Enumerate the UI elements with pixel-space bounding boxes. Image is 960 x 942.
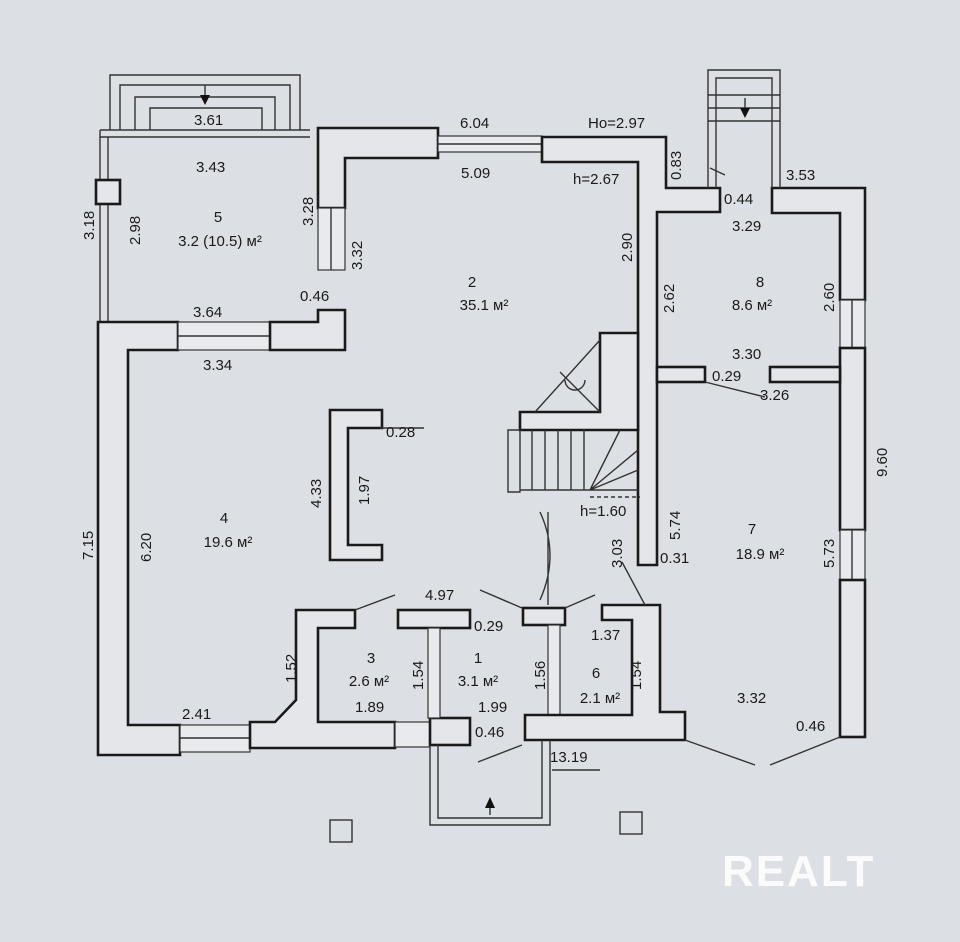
dim-label: 3.43 — [196, 159, 225, 176]
dim-label: 3.28 — [300, 197, 317, 226]
dim-label: 9.60 — [874, 448, 891, 477]
dim-label: 3.34 — [203, 357, 232, 374]
dim-label: 13.19 — [550, 749, 588, 766]
dim-label: 3.26 — [760, 387, 789, 404]
room-number: 6 — [592, 665, 600, 682]
room-labels: 2 35.1 м² 5 3.2 (10.5) м² 8 8.6 м² 4 19.… — [178, 209, 784, 707]
dim-label: 3.64 — [193, 304, 222, 321]
bay-window-room-5 — [94, 74, 310, 322]
dim-label: 0.46 — [300, 288, 329, 305]
room-number: 3 — [367, 650, 375, 667]
dim-label: 3.30 — [732, 346, 761, 363]
room-area: 3.1 м² — [458, 673, 498, 690]
room-area: 3.2 (10.5) м² — [178, 233, 262, 250]
room-number: 2 — [468, 274, 476, 291]
height-label: h=1.60 — [580, 503, 626, 520]
watermark-logo: REALT — [722, 847, 875, 896]
room-number: 4 — [220, 510, 228, 527]
room-number: 5 — [214, 209, 222, 226]
walls — [96, 126, 867, 757]
dim-label: 0.29 — [474, 618, 503, 635]
height-labels: Ho=2.97 h=2.67 h=1.60 — [573, 115, 645, 520]
dimension-labels: 3.61 6.04 3.53 3.43 5.09 0.44 3.29 0.46 … — [182, 112, 825, 766]
room-area: 19.6 м² — [204, 534, 253, 551]
dim-label: 3.32 — [737, 690, 766, 707]
room-number: 1 — [474, 650, 482, 667]
dim-label: 2.41 — [182, 706, 211, 723]
dim-label: 1.56 — [532, 661, 549, 690]
dim-label: 2.98 — [127, 216, 144, 245]
dim-label: 2.90 — [619, 233, 636, 262]
dim-label: 5.09 — [461, 165, 490, 182]
dim-label: 1.89 — [355, 699, 384, 716]
dim-label: 0.83 — [668, 151, 685, 180]
dim-label: 5.73 — [821, 539, 838, 568]
dim-label: 1.37 — [591, 627, 620, 644]
dim-label: 2.62 — [661, 284, 678, 313]
dim-label: 1.52 — [283, 654, 300, 683]
entrance-porch — [329, 69, 781, 843]
dim-label: 1.99 — [478, 699, 507, 716]
vertical-dimension-labels: 0.83 3.18 2.98 3.28 3.32 2.90 2.62 2.60 … — [80, 151, 891, 690]
dim-label: 6.04 — [460, 115, 489, 132]
room-area: 2.1 м² — [580, 690, 620, 707]
height-label: h=2.67 — [573, 171, 619, 188]
dim-label: 0.29 — [712, 368, 741, 385]
dim-label: 3.32 — [349, 241, 366, 270]
dim-label: 7.15 — [80, 531, 97, 560]
dim-label: 3.18 — [81, 211, 98, 240]
dim-label: 3.29 — [732, 218, 761, 235]
staircase — [507, 331, 640, 605]
dim-label: 0.28 — [386, 424, 415, 441]
dim-label: 3.61 — [194, 112, 223, 129]
dim-label: 0.44 — [724, 191, 753, 208]
room-number: 8 — [756, 274, 764, 291]
dim-label: 1.54 — [628, 661, 645, 690]
dim-label: 0.31 — [660, 550, 689, 567]
dim-label: 1.97 — [356, 476, 373, 505]
dim-label: 4.33 — [308, 479, 325, 508]
dim-label: 3.53 — [786, 167, 815, 184]
dim-label: 2.60 — [821, 283, 838, 312]
dim-label: 1.54 — [410, 661, 427, 690]
room-area: 8.6 м² — [732, 297, 772, 314]
dim-label: 0.46 — [475, 724, 504, 741]
room-number: 7 — [748, 521, 756, 538]
room-area: 2.6 м² — [349, 673, 389, 690]
height-label: Ho=2.97 — [588, 115, 645, 132]
dim-label: 0.46 — [796, 718, 825, 735]
dimension-leaders — [354, 167, 841, 771]
room-area: 18.9 м² — [736, 546, 785, 563]
room-area: 35.1 м² — [460, 297, 509, 314]
dim-label: 6.20 — [138, 533, 155, 562]
dim-label: 5.74 — [667, 511, 684, 540]
dim-label: 4.97 — [425, 587, 454, 604]
dim-label: 3.03 — [609, 539, 626, 568]
